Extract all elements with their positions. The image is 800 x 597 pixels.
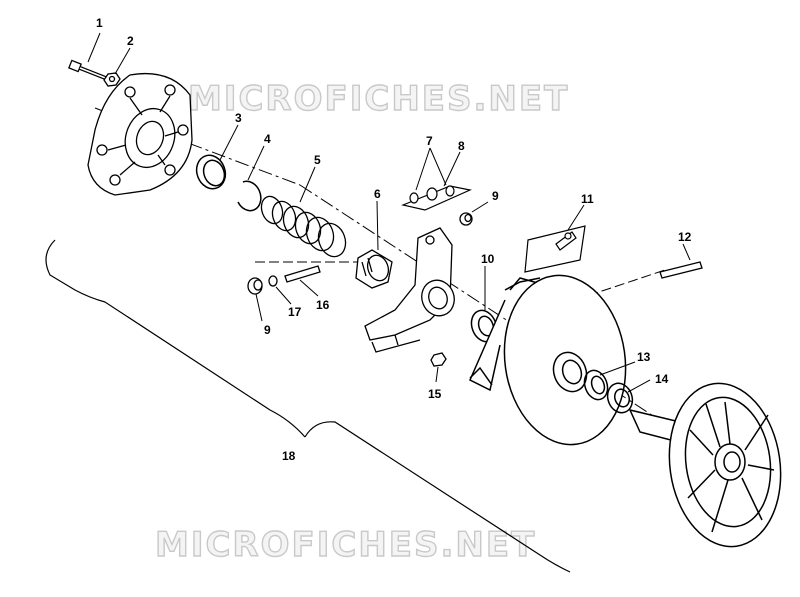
callout-9-left: 9 [264, 323, 271, 337]
clip-part-11 [525, 226, 585, 272]
callout-10: 10 [481, 252, 495, 266]
callout-3: 3 [235, 111, 242, 125]
callout-6: 6 [374, 187, 381, 201]
small-parts-7-8 [403, 186, 470, 210]
spider-arm [365, 228, 459, 352]
bushing-part-14 [604, 380, 637, 416]
group-bracket-18 [45, 239, 571, 573]
cap-part-9-left [248, 278, 262, 294]
callout-18: 18 [282, 449, 296, 463]
callout-16: 16 [316, 298, 330, 312]
roller-part-6 [356, 250, 392, 288]
cover-plate [88, 74, 192, 195]
leader-lines [87, 32, 691, 393]
ring-part-3 [192, 151, 230, 193]
callout-8: 8 [458, 139, 465, 153]
callout-12: 12 [678, 230, 692, 244]
spring-part-5 [258, 193, 350, 260]
callout-1: 1 [96, 16, 103, 30]
washer-part-17 [269, 276, 277, 286]
callout-2: 2 [127, 34, 134, 48]
pin-part-12 [660, 262, 702, 278]
callout-14: 14 [655, 372, 669, 386]
pin-part-16 [285, 266, 320, 282]
snap-ring-part-4 [238, 181, 261, 210]
callout-7: 7 [426, 134, 433, 148]
callout-5: 5 [314, 153, 321, 167]
callout-11: 11 [581, 192, 594, 206]
callout-4: 4 [264, 132, 271, 146]
bushing-part-13 [581, 367, 612, 403]
movable-sheave [470, 267, 636, 452]
nut-part-2 [104, 73, 120, 86]
watermark-bottom: MICROFICHES.NET [155, 525, 536, 565]
watermark-top: MICROFICHES.NET [188, 79, 569, 119]
callout-9-right: 9 [492, 189, 499, 203]
fixed-sheave [630, 376, 791, 554]
bolt-part-1 [69, 60, 108, 79]
callout-17: 17 [288, 305, 302, 319]
nut-part-15 [431, 353, 446, 366]
callout-15: 15 [428, 387, 442, 401]
callout-13: 13 [637, 350, 651, 364]
cap-part-9-right [460, 213, 472, 225]
